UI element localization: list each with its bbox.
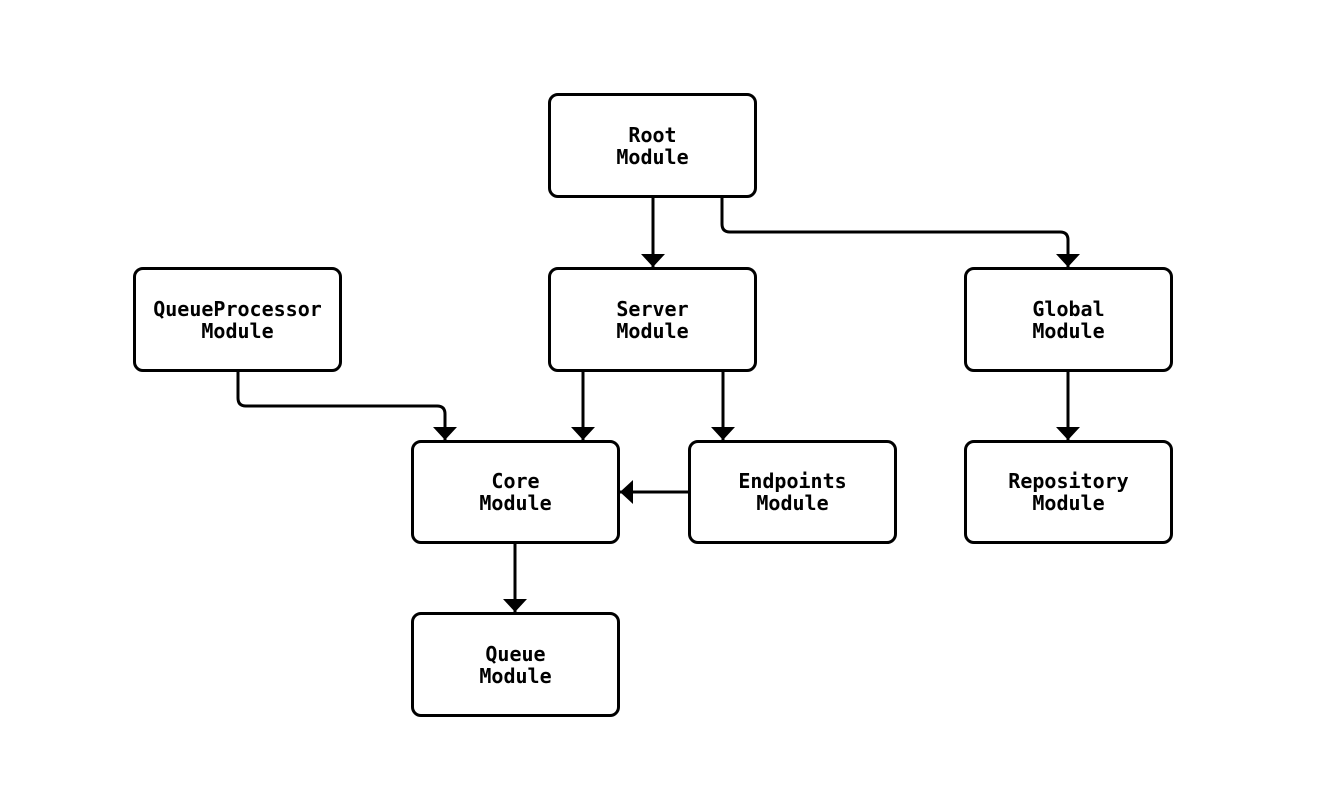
node-label-server: Server Module bbox=[616, 296, 689, 343]
node-root: Root Module bbox=[548, 93, 757, 198]
node-queueprocessor: QueueProcessor Module bbox=[133, 267, 342, 372]
edge-queueprocessor-core bbox=[236, 372, 457, 440]
node-label-repository: Repository Module bbox=[1008, 469, 1129, 515]
node-endpoints: Endpoints Module bbox=[688, 440, 897, 544]
edge-root-global bbox=[720, 198, 1080, 267]
node-label-root: Root Module bbox=[616, 122, 689, 169]
node-queue: Queue Module bbox=[411, 612, 620, 717]
node-global: Global Module bbox=[964, 267, 1173, 372]
node-label-queueprocessor: QueueProcessor Module bbox=[153, 296, 322, 343]
node-server: Server Module bbox=[548, 267, 757, 372]
node-label-core: Core Module bbox=[479, 469, 552, 515]
node-label-global: Global Module bbox=[1032, 296, 1105, 343]
node-label-queue: Queue Module bbox=[479, 641, 552, 688]
node-core: Core Module bbox=[411, 440, 620, 544]
node-repository: Repository Module bbox=[964, 440, 1173, 544]
node-label-endpoints: Endpoints Module bbox=[738, 469, 847, 515]
